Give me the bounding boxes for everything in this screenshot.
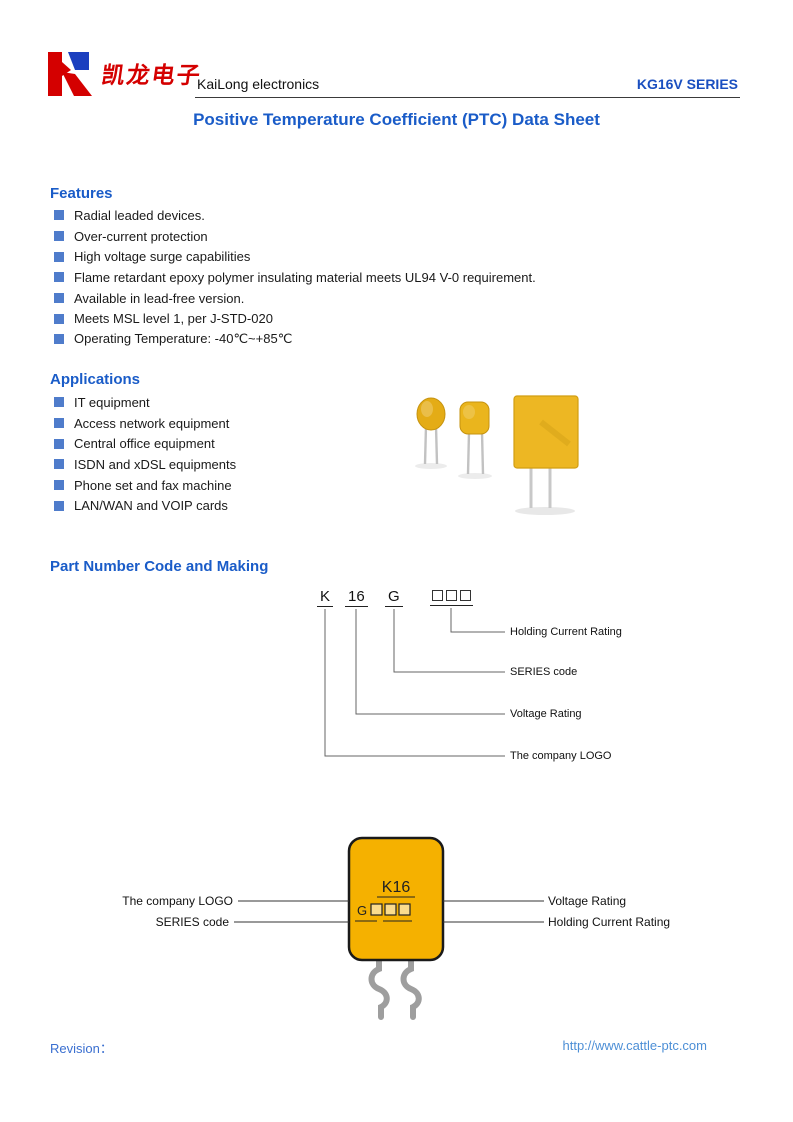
device-lead-icon: [400, 957, 422, 1020]
label-series-code: SERIES code: [510, 666, 578, 678]
logo-chinese-text: 凯龙电子: [99, 62, 204, 88]
bullet-square-icon: [54, 459, 64, 470]
application-item: IT equipment: [50, 392, 236, 413]
marking-box-icon: [370, 903, 383, 916]
marking-label-series-code: SERIES code: [155, 915, 229, 929]
feature-item: Over-current protection: [50, 226, 536, 247]
marking-box-icon: [384, 903, 397, 916]
rectangular-device-icon: [513, 395, 579, 508]
bullet-square-icon: [54, 231, 64, 242]
application-item: Central office equipment: [50, 433, 236, 454]
application-text: IT equipment: [74, 394, 150, 410]
feature-item: High voltage surge capabilities: [50, 246, 536, 267]
device-body: [347, 836, 445, 962]
bullet-square-icon: [54, 480, 64, 491]
feature-item: Flame retardant epoxy polymer insulating…: [50, 267, 536, 288]
logo-k-icon: [48, 52, 92, 96]
code-holding-boxes: [430, 590, 473, 606]
applications-list: IT equipment Access network equipment Ce…: [50, 392, 236, 516]
bullet-square-icon: [54, 251, 64, 262]
bullet-square-icon: [54, 334, 64, 345]
features-list: Radial leaded devices. Over-current prot…: [50, 205, 536, 350]
code-series-letter: G: [385, 588, 403, 607]
marking-box-icon: [398, 903, 411, 916]
bullet-square-icon: [54, 438, 64, 449]
feature-item: Available in lead-free version.: [50, 288, 536, 309]
application-text: Access network equipment: [74, 415, 230, 431]
feature-text: Over-current protection: [74, 228, 208, 244]
revision-label: Revision：: [50, 1041, 113, 1056]
device-marking-series: G: [357, 903, 367, 918]
radial-disc-device-icon: [416, 397, 446, 465]
code-box-icon: [460, 590, 471, 601]
page-title: Positive Temperature Coefficient (PTC) D…: [193, 110, 600, 129]
code-voltage: 16: [345, 588, 368, 607]
feature-item: Meets MSL level 1, per J-STD-020: [50, 308, 536, 329]
application-item: Access network equipment: [50, 413, 236, 434]
marking-label-company-logo: The company LOGO: [122, 894, 233, 908]
radial-square-device-icon: [459, 401, 490, 475]
header-divider: [195, 97, 740, 98]
device-marking-drawing: K16 G: [234, 836, 544, 1020]
part-number-heading: Part Number Code and Making: [50, 558, 269, 575]
feature-item: Operating Temperature: -40℃~+85℃: [50, 329, 536, 350]
label-company-logo: The company LOGO: [510, 750, 612, 762]
feature-text: Meets MSL level 1, per J-STD-020: [74, 311, 273, 327]
device-lead-icon: [368, 957, 390, 1020]
application-text: Central office equipment: [74, 436, 215, 452]
company-name: KaiLong electronics: [197, 76, 320, 92]
feature-text: Available in lead-free version.: [74, 290, 245, 306]
bullet-square-icon: [54, 397, 64, 408]
feature-text: Operating Temperature: -40℃~+85℃: [74, 331, 293, 347]
marking-label-voltage-rating: Voltage Rating: [548, 894, 627, 908]
bullet-square-icon: [54, 500, 64, 511]
code-box-icon: [432, 590, 443, 601]
feature-item: Radial leaded devices.: [50, 205, 536, 226]
application-text: LAN/WAN and VOIP cards: [74, 498, 228, 514]
company-logo-icon: [44, 50, 96, 98]
code-box-icon: [446, 590, 457, 601]
product-photo: [403, 386, 603, 526]
bullet-square-icon: [54, 293, 64, 304]
ptc-devices-image: [415, 395, 579, 515]
application-item: ISDN and xDSL equipments: [50, 454, 236, 475]
marking-label-holding-current: Holding Current Rating: [548, 915, 671, 929]
bullet-square-icon: [54, 272, 64, 283]
website-link[interactable]: http://www.cattle-ptc.com: [562, 1038, 708, 1053]
feature-text: Flame retardant epoxy polymer insulating…: [74, 269, 536, 285]
feature-text: Radial leaded devices.: [74, 207, 205, 223]
application-item: LAN/WAN and VOIP cards: [50, 495, 236, 516]
bullet-square-icon: [54, 418, 64, 429]
applications-heading: Applications: [50, 371, 141, 388]
device-marking-line1: K16: [382, 879, 411, 896]
application-text: ISDN and xDSL equipments: [74, 456, 237, 472]
bullet-square-icon: [54, 210, 64, 221]
series-label: KG16V SERIES: [636, 76, 738, 92]
features-heading: Features: [50, 185, 113, 202]
application-item: Phone set and fax machine: [50, 475, 236, 496]
label-holding-current: Holding Current Rating: [510, 626, 622, 638]
application-text: Phone set and fax machine: [74, 477, 232, 493]
label-voltage-rating: Voltage Rating: [510, 708, 582, 720]
bullet-square-icon: [54, 313, 64, 324]
part-number-connector-lines: [324, 608, 505, 757]
part-number-diagram: K 16 G Holding Current Rating SERIES cod…: [0, 588, 793, 788]
feature-text: High voltage surge capabilities: [74, 249, 251, 265]
code-logo-letter: K: [317, 588, 334, 607]
